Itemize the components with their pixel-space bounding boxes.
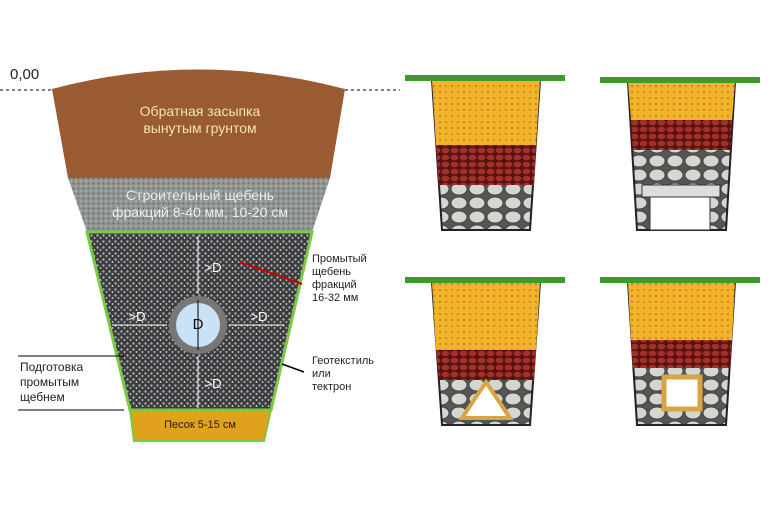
level-mark: 0,00	[10, 66, 40, 83]
trench-box-channel	[600, 277, 760, 426]
washed-stone-label: Промытый щебень фракций 16-32 мм	[312, 253, 367, 304]
trench-triangle-channel	[405, 277, 565, 426]
backfill-label: Обратная засыпка вынутым грунтом	[139, 103, 261, 136]
clearance-arrows	[112, 236, 284, 408]
clearance-right: >D	[250, 309, 268, 324]
backfill-layer	[52, 69, 345, 178]
pointer-arrow	[239, 261, 303, 285]
geotextile-label: Геотекстиль или тектрон	[312, 355, 375, 393]
crushed-stone-layer	[68, 178, 330, 232]
trench-slab-channel	[600, 77, 760, 231]
trench-stones	[405, 75, 565, 231]
clearance-left: >D	[128, 309, 146, 324]
sand-label: Песок 5-15 см	[164, 419, 236, 431]
clearance-bottom: >D	[204, 376, 222, 391]
sand-layer	[128, 409, 273, 442]
pointer-arrow	[281, 363, 305, 373]
pipe-diameter-label: D	[192, 316, 204, 333]
clearance-top: >D	[204, 260, 222, 275]
preparation-label: Подготовка промытым щебнем	[20, 360, 84, 404]
crushed-stone-label: Строительный щебень фракций 8-40 мм, 10-…	[111, 187, 289, 220]
